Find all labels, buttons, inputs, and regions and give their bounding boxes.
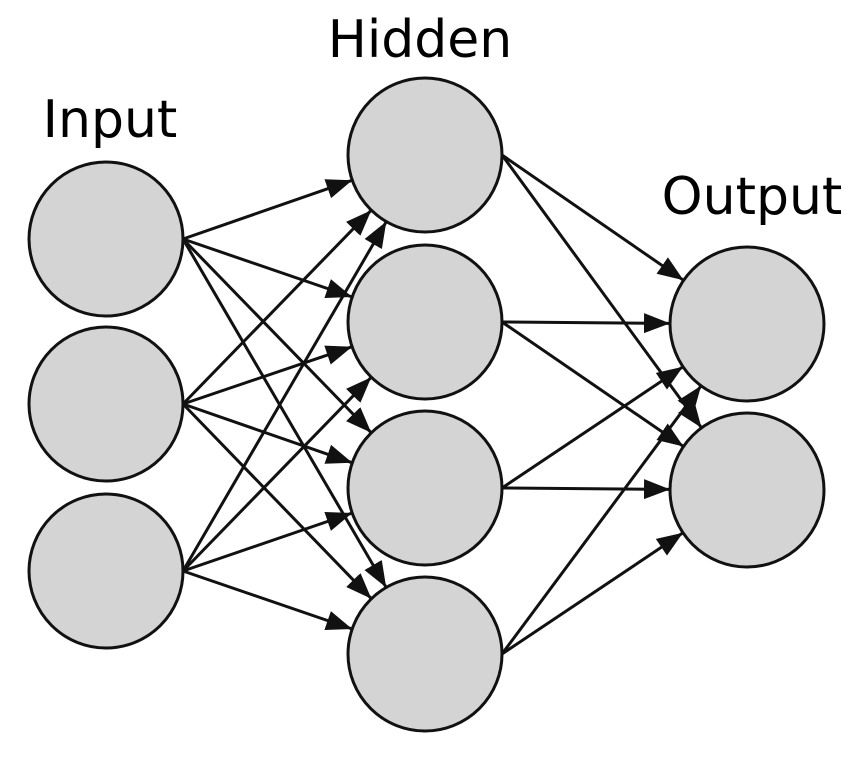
hidden-node-3 (346, 409, 504, 567)
edges-group (181, 153, 703, 656)
hidden-node-4 (346, 575, 504, 733)
edge-hidden1-output1 (501, 153, 685, 282)
edge-input3-hidden1 (181, 220, 388, 572)
edge-input2-hidden4 (181, 402, 373, 600)
edge-input2-hidden2 (182, 345, 353, 406)
hidden-node-2 (346, 243, 504, 401)
edge-hidden4-output1 (500, 384, 703, 655)
edge-input2-hidden3 (182, 402, 353, 465)
input-layer-label: Input (42, 90, 178, 150)
edge-input3-hidden3 (182, 511, 353, 573)
edge-hidden3-output1 (501, 365, 684, 490)
nodes-group (27, 76, 826, 733)
output-node-2 (668, 411, 826, 569)
input-node-3 (27, 492, 185, 650)
edge-input3-hidden4 (182, 569, 353, 631)
edge-hidden4-output2 (501, 531, 684, 656)
hidden-layer-label: Hidden (327, 10, 513, 70)
edge-input1-hidden1 (182, 178, 353, 241)
edge-input1-hidden4 (181, 238, 388, 589)
output-layer-label: Output (661, 167, 843, 227)
input-node-2 (27, 325, 185, 483)
edge-input1-hidden2 (182, 237, 353, 299)
edge-input3-hidden2 (181, 376, 373, 573)
edge-input2-hidden1 (181, 209, 373, 406)
edge-hidden2-output1 (501, 313, 671, 334)
hidden-node-1 (346, 76, 504, 234)
edge-hidden3-output2 (501, 479, 671, 500)
output-node-1 (668, 245, 826, 403)
input-node-1 (27, 160, 185, 318)
edge-hidden2-output2 (501, 320, 685, 448)
edge-input1-hidden3 (181, 237, 373, 434)
